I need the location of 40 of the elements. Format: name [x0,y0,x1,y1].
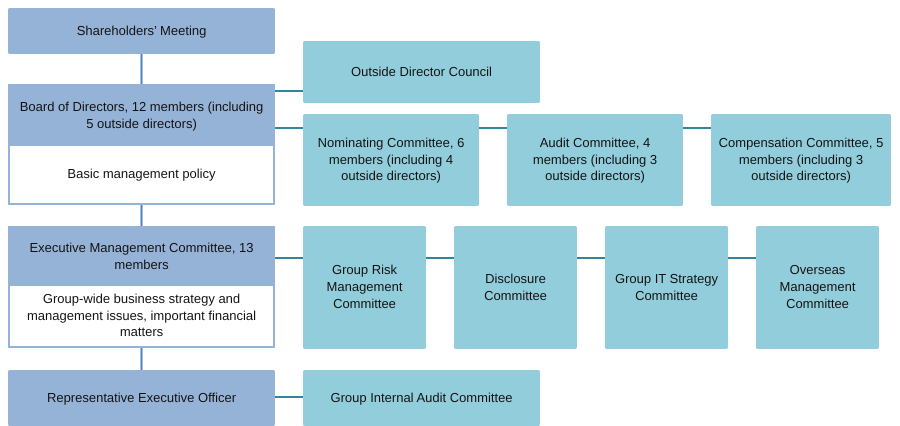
committee-box [711,114,891,206]
committee-box [303,370,540,426]
committee-box [8,8,275,54]
committee-box [756,226,879,349]
connector-line [275,396,303,398]
role-description: Basic management policy [66,165,217,184]
node-label: Group Internal Audit Committee [329,390,514,406]
node-label: Audit Committee, 4 members (including 3 outside directors) [532,134,658,186]
node-label: Group Risk Management Committee [326,262,404,313]
committee-box [303,41,540,103]
role-description: Group-wide business strategy and management issues, important financial matters [26,290,258,342]
connector-line [577,257,605,259]
committee-box [454,226,577,349]
connector-line [140,54,142,84]
connector-line [140,348,142,370]
committee-heading: Board of Directors, 12 members (including 5 outside directors) [10,86,273,146]
node-label: Outside Director Council [350,64,493,80]
committee-box [303,226,426,349]
node-label: Group IT Strategy Committee [614,270,720,304]
connector-line [683,127,711,129]
committee-heading: Executive Management Committee, 13 members [10,228,273,286]
node-label: Compensation Committee, 5 members (including 3 outside directors) [718,134,884,186]
connector-line [140,205,142,226]
connector-line [275,90,303,92]
connector-line [479,127,507,129]
connector-line [275,127,303,129]
node-label: Shareholders’ Meeting [76,22,208,40]
connector-line [426,257,454,259]
node-label: Nominating Committee, 6 members (including 4 outside directors) [316,134,466,186]
node-label: Representative Executive Officer [46,390,238,406]
committee-box [605,226,728,349]
committee-box [507,114,683,206]
committee-box [303,114,479,206]
connector-line [728,257,756,259]
committee-panel [8,226,275,348]
committee-panel [8,84,275,205]
node-label: Disclosure Committee [483,270,548,304]
node-label: Overseas Management Committee [778,262,856,313]
connector-line [275,257,303,259]
committee-box [8,370,275,426]
